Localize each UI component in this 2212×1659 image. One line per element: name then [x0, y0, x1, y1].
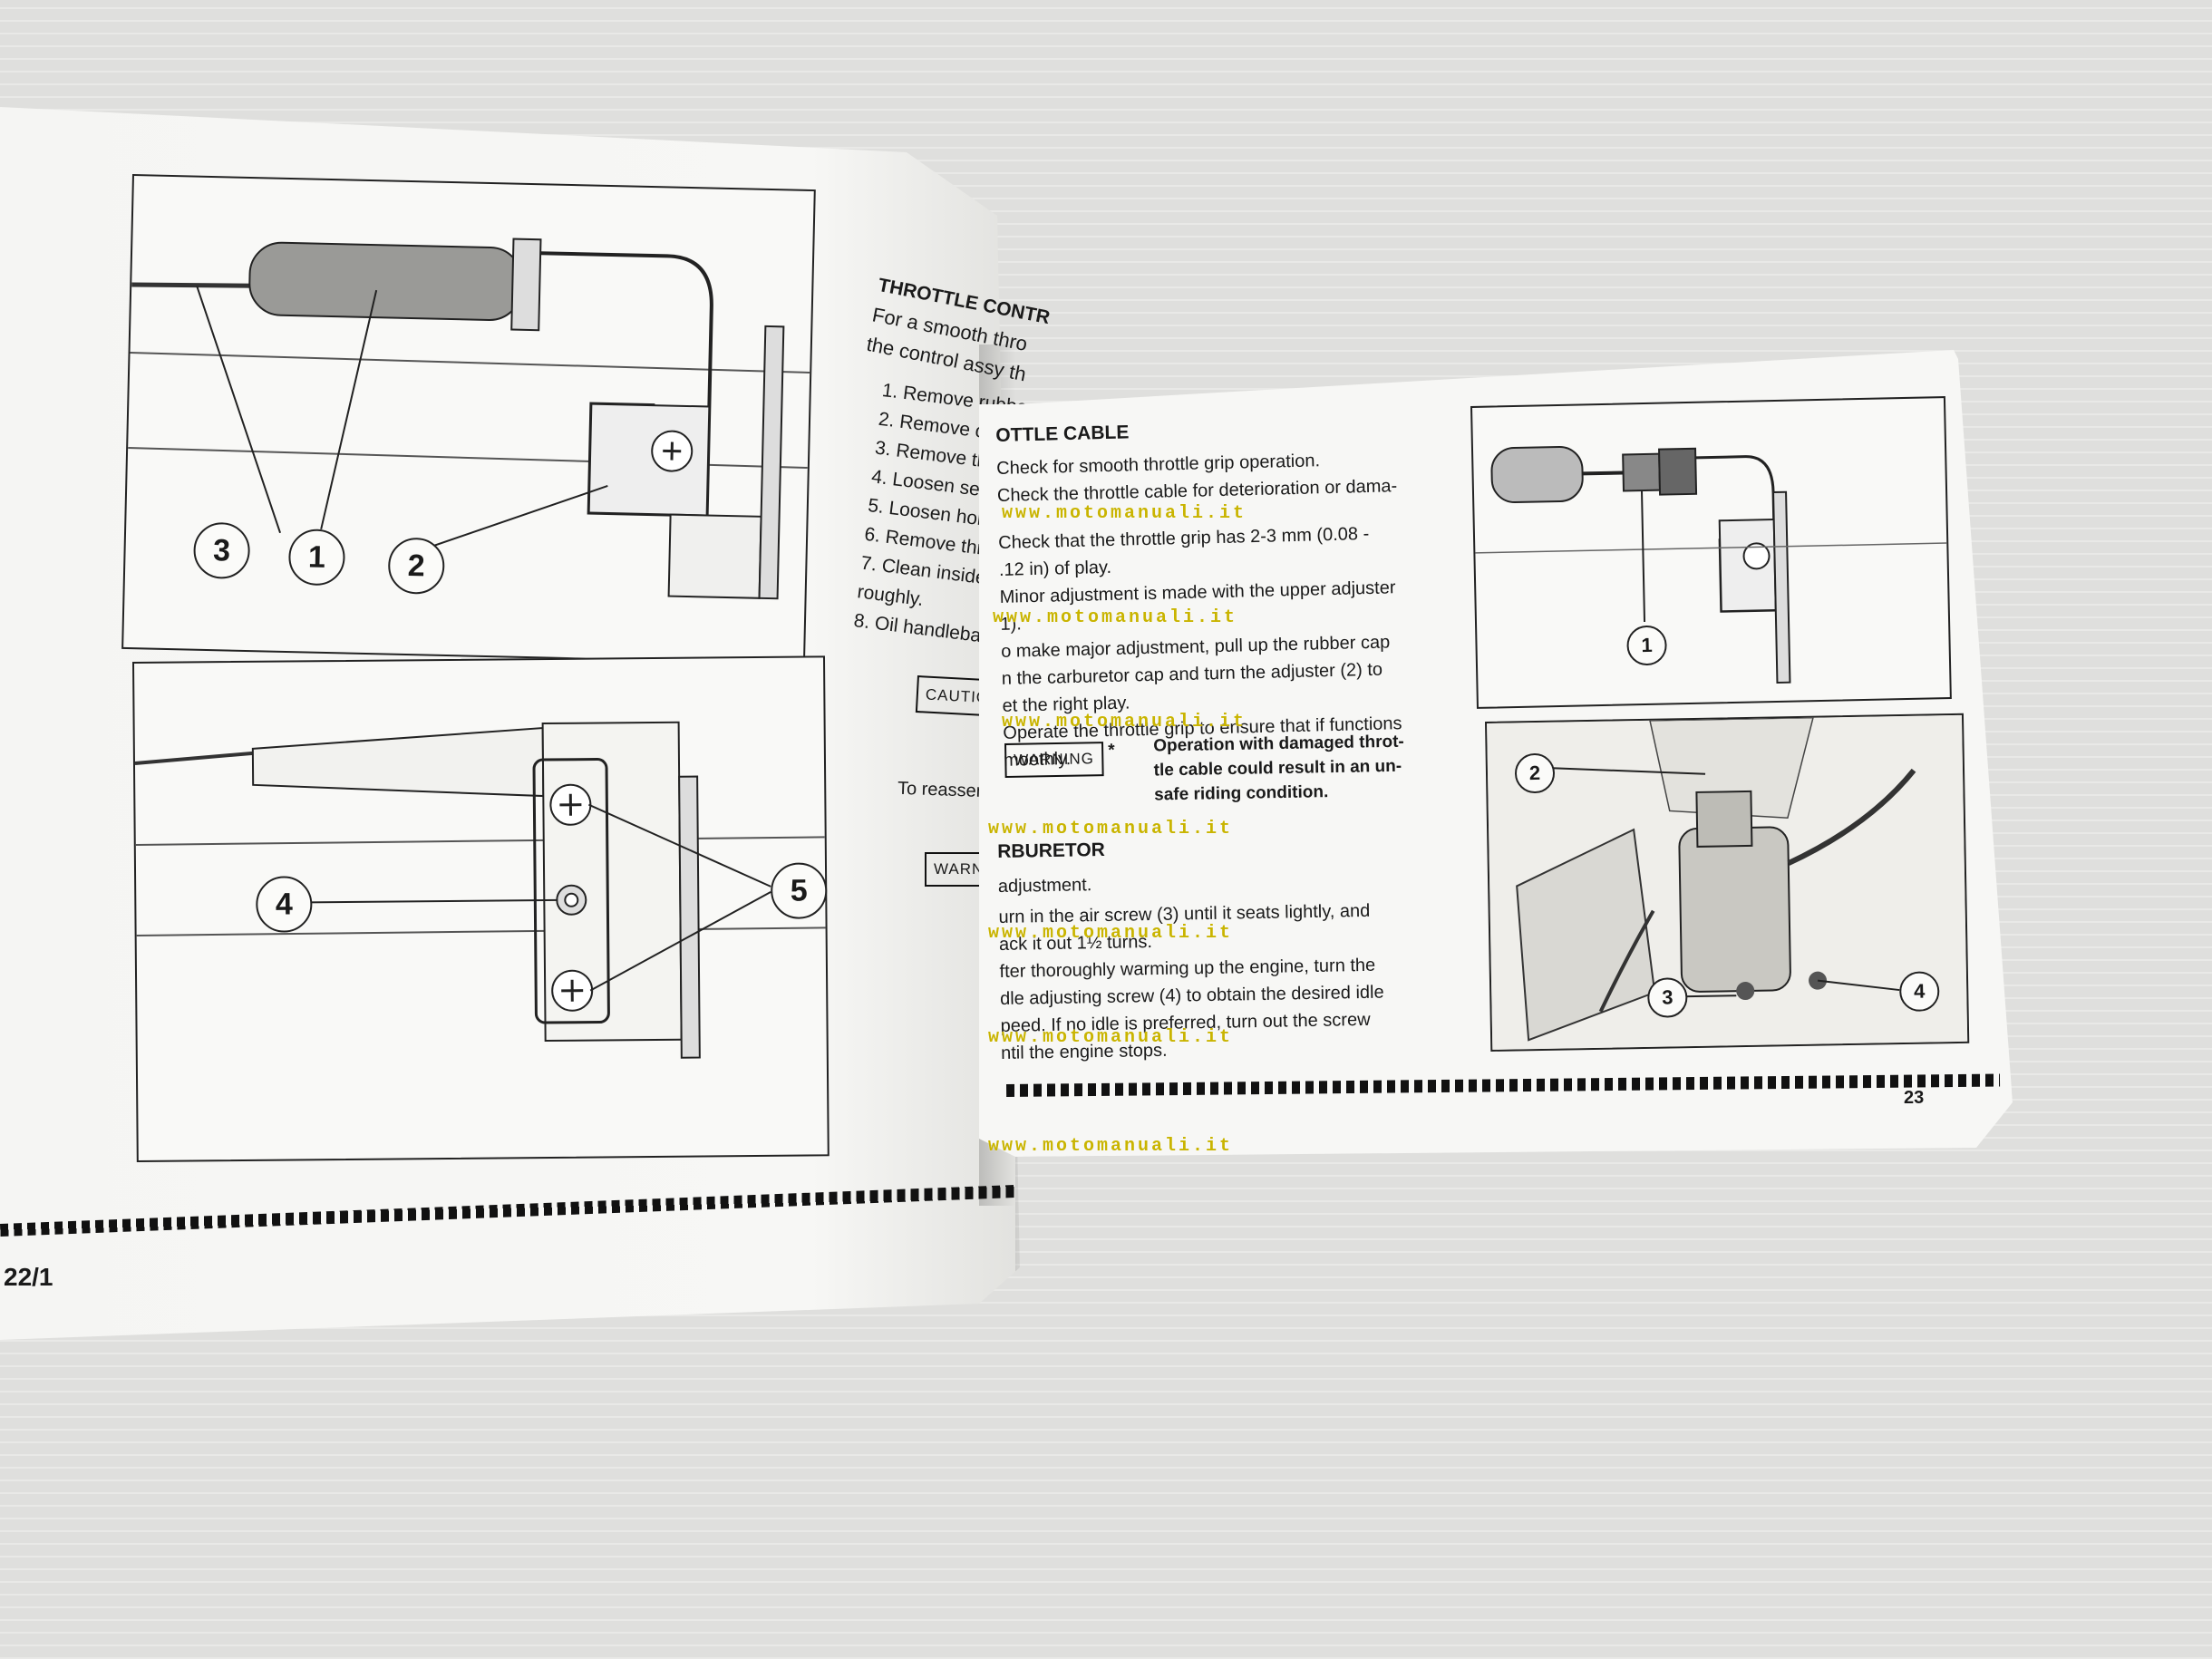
watermark-6: www.motomanuali.it [988, 1027, 1234, 1048]
right-warning-badge: WARNING [1004, 742, 1104, 778]
warning-line-3: safe riding condition. [1153, 782, 1329, 805]
warning-line-2: tle cable could result in an un- [1153, 756, 1402, 781]
throttle-screws-drawing [134, 721, 826, 1059]
cable-adjuster-drawing [1475, 445, 1947, 684]
figure-throttle-cover: 3 1 2 [121, 174, 816, 665]
watermark-7: www.motomanuali.it [988, 1136, 1234, 1157]
right-warning-block: WARNING [1004, 742, 1104, 778]
callout-5: 5 [770, 862, 828, 919]
right-page-number: 23 [1904, 1088, 1925, 1108]
figure-cable-adjuster: 1 [1470, 396, 1952, 709]
right-warning-text: * Operation with damaged throt- tle cabl… [1108, 730, 1405, 808]
throttle-cover-drawing [128, 238, 810, 600]
watermark-4: www.motomanuali.it [988, 819, 1234, 839]
figure-throttle-screws: 4 5 [132, 655, 830, 1162]
callout-4: 4 [256, 876, 313, 933]
watermark-3: www.motomanuali.it [1002, 712, 1247, 732]
watermark-5: www.motomanuali.it [988, 923, 1234, 944]
watermark-1: www.motomanuali.it [1002, 503, 1247, 524]
figure-carburetor-photo: 2 3 4 [1485, 713, 1970, 1052]
left-page-number: 22/1 [4, 1263, 53, 1291]
carburetor-drawing [1487, 714, 1968, 1050]
watermark-2: www.motomanuali.it [993, 607, 1238, 628]
warning-star: * [1108, 741, 1115, 761]
